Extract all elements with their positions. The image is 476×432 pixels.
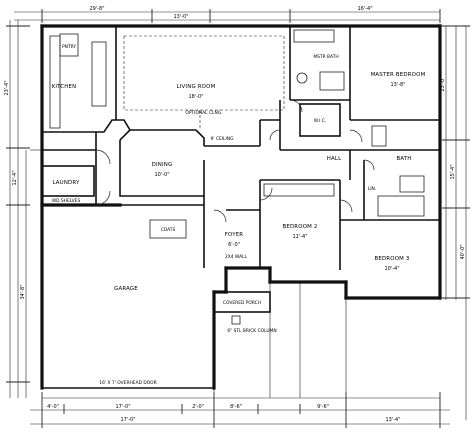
- bottom-dim-5: 9'-6": [317, 404, 329, 410]
- doors: [95, 99, 375, 223]
- bottom-dim-4: 8'-6": [230, 404, 242, 410]
- dimension-text: 29'-8" 13'-0" 16'-4" 4'-0" 17'-0" 2'-0" …: [4, 6, 466, 423]
- bedroom-3-size: 10'-4": [384, 266, 399, 272]
- pantry-label: PNTRY: [62, 44, 76, 50]
- laundry-label: LAUNDRY: [52, 180, 80, 186]
- plan-notes: 9' CEILING WD SHELVES 2X4 WALL: [52, 136, 248, 260]
- dining-size: 10'-0": [154, 172, 169, 178]
- bottom-dim-6: 17'-0": [120, 417, 135, 423]
- bottom-dim-1: 4'-0": [47, 404, 59, 410]
- living-room-label: LIVING ROOM: [177, 84, 216, 90]
- bottom-dim-2: 17'-0": [115, 404, 130, 410]
- ceiling-note: 9' CEILING: [211, 136, 235, 142]
- master-size: 13'-8": [390, 82, 405, 88]
- bottom-dim-7: 13'-4": [385, 417, 400, 423]
- foyer-label: FOYER: [225, 232, 244, 238]
- room-sizes: 18'-0" 10'-0" 6'-0" 11'-4" 10'-4" 13'-8": [154, 82, 405, 272]
- coats-label: COATS: [161, 227, 176, 233]
- bath-label: BATH: [396, 156, 411, 162]
- dining-label: DINING: [152, 162, 173, 168]
- exterior-walls: [40, 24, 442, 390]
- left-dim-3: 34'-8": [20, 284, 26, 299]
- optional-ceiling-label: OPTIONAL CLNG.: [185, 110, 222, 116]
- hall-label: HALL: [327, 156, 342, 162]
- foyer-size: 6'-0": [228, 242, 240, 248]
- wic-label: W.I.C.: [314, 118, 326, 124]
- garage-label: GARAGE: [114, 286, 138, 292]
- living-size: 18'-0": [188, 94, 203, 100]
- master-bath-label: MSTR BATH: [313, 54, 338, 60]
- top-dim-3: 16'-4": [357, 6, 372, 12]
- brick-column-label: 6" STL BRICK COLUMN: [227, 328, 276, 334]
- right-dim-3: 40'-0": [460, 244, 466, 259]
- right-dim-2: 15'-4": [450, 164, 456, 179]
- bedroom-2-size: 11'-4": [292, 234, 307, 240]
- bedroom-3-label: BEDROOM 3: [374, 256, 409, 262]
- top-dim-2: 13'-0": [173, 14, 188, 20]
- vent-note: 2X4 WALL: [225, 254, 248, 260]
- bedroom-2-label: BEDROOM 2: [282, 224, 317, 230]
- interior-walls: [40, 26, 440, 325]
- dimension-lines: [6, 9, 470, 428]
- right-dim-1: 23'-0": [440, 76, 446, 91]
- master-bedroom-label: MASTER BEDROOM: [371, 72, 426, 78]
- left-dim-1: 23'-4": [4, 80, 10, 95]
- overhead-door-label: 16' X 7' OVERHEAD DOOR: [99, 380, 156, 386]
- covered-porch-label: COVERED PORCH: [223, 300, 261, 306]
- room-labels: LIVING ROOM OPTIONAL CLNG. KITCHEN PNTRY…: [52, 44, 426, 386]
- ceiling-lines: [123, 35, 285, 128]
- left-dim-2: 12'-4": [12, 170, 18, 185]
- shelves-note: WD SHELVES: [52, 198, 81, 204]
- bottom-dim-3: 2'-0": [192, 404, 204, 410]
- kitchen-label: KITCHEN: [52, 84, 77, 90]
- top-dim-1: 29'-8": [89, 6, 104, 12]
- linen-label: LIN.: [368, 186, 376, 192]
